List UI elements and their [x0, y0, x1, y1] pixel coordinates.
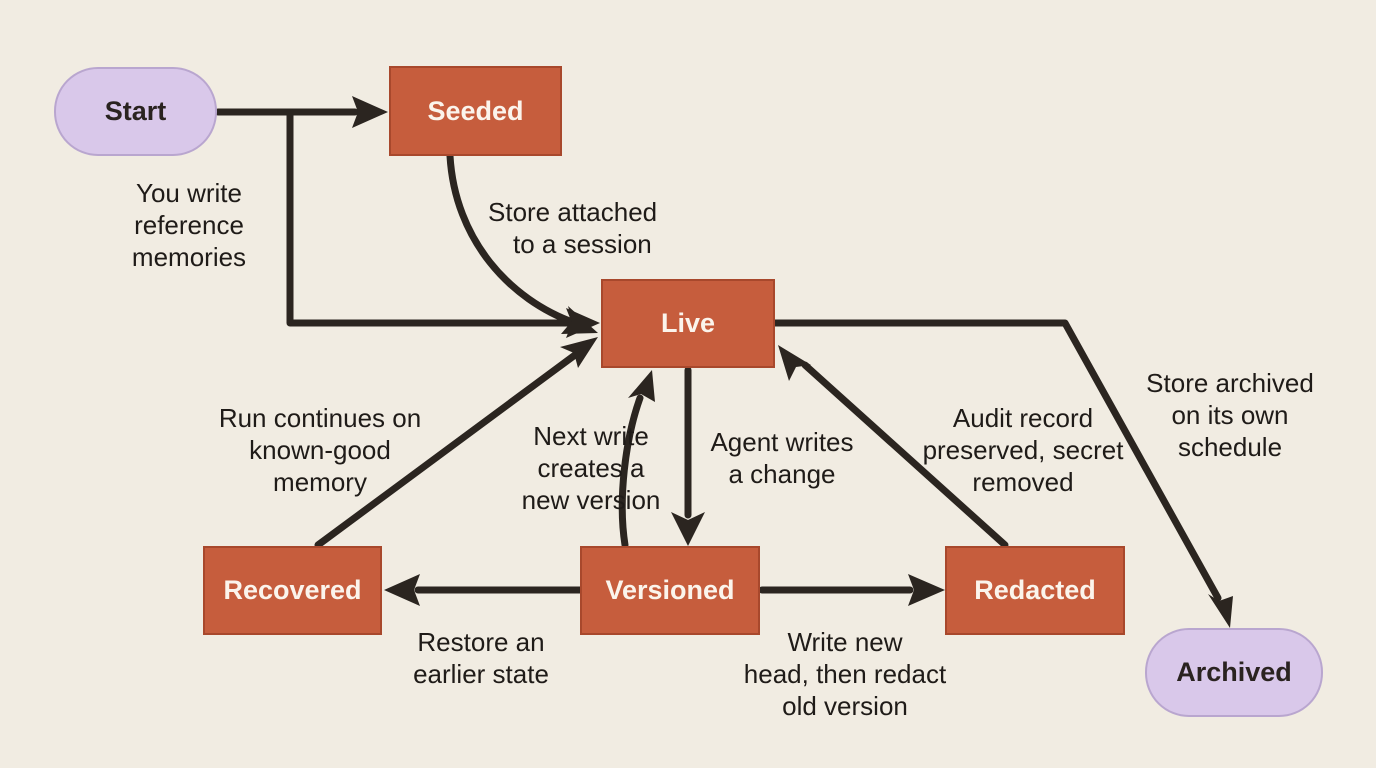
node-recovered: Recovered	[203, 546, 382, 635]
label-live-to-archived: Store archived on its own schedule	[1128, 367, 1332, 463]
label-line: Restore an	[417, 627, 545, 657]
label-versioned-to-recovered: Restore an earlier state	[396, 626, 566, 690]
label-versioned-to-live: Next write creates a new version	[506, 420, 676, 516]
node-live: Live	[601, 279, 775, 368]
node-versioned: Versioned	[580, 546, 760, 635]
label-line: creates a	[537, 453, 645, 483]
label-line: Audit record	[952, 403, 1094, 433]
label-live-to-versioned: Agent writes a change	[694, 426, 870, 490]
arrowhead-live-from-redacted	[778, 345, 811, 381]
edge-live-archived	[771, 319, 1222, 602]
label-line: new version	[521, 485, 661, 515]
edge-recovered-live	[314, 351, 579, 549]
label-line: Next write	[533, 421, 649, 451]
arrowhead-live-from-seeded	[561, 306, 598, 334]
label-start-to-live: You write reference memories	[108, 177, 270, 273]
label-line: Write new	[787, 627, 903, 657]
label-line: Store archived	[1146, 368, 1314, 398]
label-line: preserved, secret	[922, 435, 1124, 465]
label-line: a change	[728, 459, 836, 489]
arrowhead-live-from-recovered	[560, 337, 598, 368]
label-line: to a session	[513, 229, 652, 259]
label-line: Run continues on	[218, 403, 422, 433]
arrowhead-redacted	[908, 574, 945, 606]
label-line: earlier state	[413, 659, 549, 689]
arrowhead-recovered	[384, 574, 420, 606]
node-seeded: Seeded	[389, 66, 562, 156]
label-line: memory	[273, 467, 367, 497]
label-line: removed	[972, 467, 1074, 497]
edge-versioned-live	[618, 394, 644, 549]
node-redacted: Redacted	[945, 546, 1125, 635]
label-line: memories	[131, 242, 247, 272]
arrowhead-archived	[1208, 594, 1233, 628]
edge-seeded-live	[446, 152, 579, 327]
label-recovered-to-live: Run continues on known-good memory	[200, 402, 440, 498]
node-archived: Archived	[1145, 628, 1323, 717]
arrowhead-versioned	[671, 512, 705, 546]
label-line: You write	[136, 178, 242, 208]
label-versioned-to-redacted: Write new head, then redact old version	[725, 626, 965, 722]
label-line: reference	[134, 210, 244, 240]
label-line: schedule	[1177, 432, 1283, 462]
label-seeded-to-live: Store attached to a session	[488, 196, 688, 260]
label-line: Agent writes	[710, 427, 854, 457]
label-line: Store attached	[488, 197, 658, 227]
label-line: known-good	[249, 435, 391, 465]
edge-start-live	[286, 108, 574, 327]
arrowhead-seeded	[352, 96, 388, 128]
label-line: head, then redact	[743, 659, 947, 689]
edge-redacted-live	[801, 361, 1009, 549]
label-line: on its own	[1171, 400, 1289, 430]
node-start: Start	[54, 67, 217, 156]
label-redacted-to-live: Audit record preserved, secret removed	[908, 402, 1138, 498]
label-line: old version	[782, 691, 908, 721]
arrowhead-live-from-versioned	[628, 370, 655, 402]
